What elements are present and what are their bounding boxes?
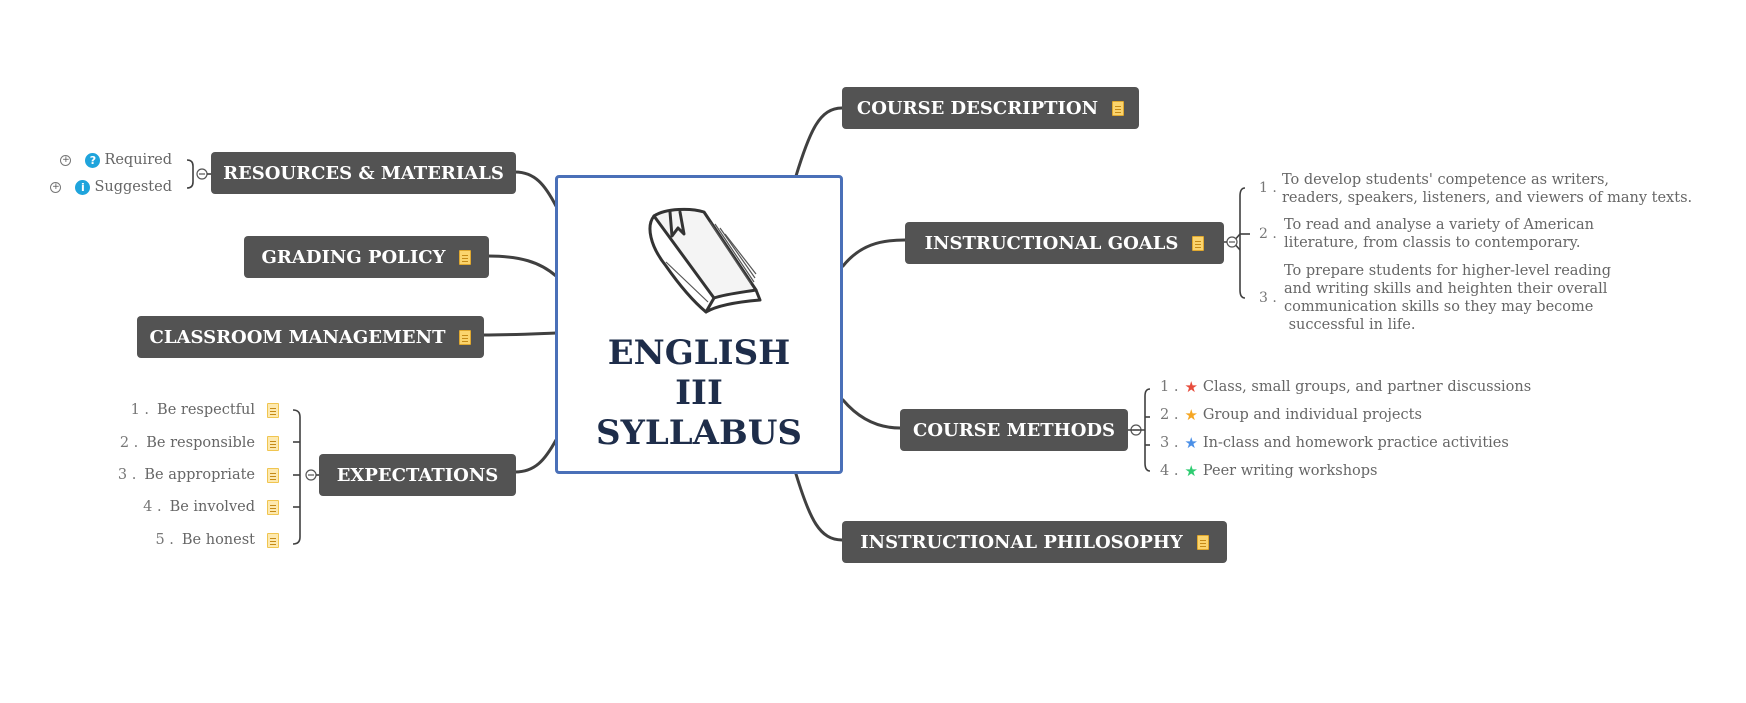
topic-classroom-management-label: CLASSROOM MANAGEMENT [149,326,446,348]
expectation-number: 1 . [130,402,150,418]
topic-resources-materials[interactable]: RESOURCES & MATERIALS [211,152,516,194]
note-icon[interactable] [459,249,472,265]
method-number: 1 . [1160,379,1179,395]
method-label: Class, small groups, and partner discuss… [1202,379,1532,395]
expectation-item[interactable]: 1 . Be respectful [131,402,279,418]
goal-line: readers, speakers, listeners, and viewer… [1282,190,1693,206]
goal-line: successful in life. [1284,317,1416,333]
resource-required-label: Required [104,152,172,168]
topic-resources-materials-label: RESOURCES & MATERIALS [223,162,504,184]
goal-line: communication skills so they may become [1284,299,1594,315]
expectation-label: Be appropriate [144,467,255,483]
method-number: 3 . [1160,435,1179,451]
topic-expectations[interactable]: EXPECTATIONS [319,454,516,496]
goal-number: 3 . [1259,290,1277,306]
expand-icon[interactable]: + [60,154,72,166]
expectation-number: 5 . [155,532,174,548]
blue-star-icon: ★ [1184,433,1198,452]
topic-grading-policy-label: GRADING POLICY [261,246,446,268]
topic-instructional-philosophy[interactable]: INSTRUCTIONAL PHILOSOPHY [842,521,1227,563]
topic-instructional-goals-label: INSTRUCTIONAL GOALS [924,232,1179,254]
expectation-number: 3 . [117,467,137,483]
note-icon[interactable] [1112,100,1125,116]
goal-number: 1 . [1259,180,1277,196]
orange-star-icon: ★ [1184,405,1198,424]
topic-expectations-label: EXPECTATIONS [336,464,499,486]
note-icon[interactable] [267,435,279,451]
expectation-item[interactable]: 4 . Be involved [143,499,279,515]
expectation-item[interactable]: 5 . Be honest [155,532,279,548]
topic-course-methods-label: COURSE METHODS [913,419,1115,441]
method-label: Group and individual projects [1202,407,1422,423]
method-item[interactable]: 2 . ★ Group and individual projects [1160,407,1422,423]
goal-line: To develop students' competence as write… [1282,172,1610,188]
resource-suggested-label: Suggested [94,179,172,195]
topic-grading-policy[interactable]: GRADING POLICY [244,236,489,278]
topic-course-description[interactable]: COURSE DESCRIPTION [842,87,1139,129]
central-title-line-2: III [675,373,723,413]
expectation-label: Be responsible [146,435,255,451]
central-topic[interactable]: ENGLISH III SYLLABUS [555,175,843,474]
info-icon: i [75,179,91,195]
note-icon[interactable] [267,467,279,483]
method-label: Peer writing workshops [1202,463,1378,479]
expectation-number: 4 . [143,499,162,515]
note-icon[interactable] [267,532,279,548]
note-icon[interactable] [267,402,279,418]
topic-instructional-goals[interactable]: INSTRUCTIONAL GOALS [905,222,1224,264]
goal-item[interactable]: To read and analyse a variety of America… [1284,216,1594,252]
topic-classroom-management[interactable]: CLASSROOM MANAGEMENT [137,316,484,358]
method-item[interactable]: 3 . ★ In-class and homework practice act… [1160,435,1509,451]
green-star-icon: ★ [1184,461,1198,480]
note-icon[interactable] [267,499,279,515]
note-icon[interactable] [1192,235,1205,251]
expectation-label: Be respectful [157,402,255,418]
question-icon: ? [85,152,101,168]
topic-course-description-label: COURSE DESCRIPTION [856,97,1099,119]
central-title: ENGLISH III SYLLABUS [558,333,840,453]
expectation-item[interactable]: 2 . Be responsible [120,435,279,451]
expectation-item[interactable]: 3 . Be appropriate [118,467,279,483]
central-title-line-1: ENGLISH [607,333,791,373]
expand-icon[interactable]: + [50,181,62,193]
expectation-label: Be involved [169,499,255,515]
expectation-number: 2 . [119,435,139,451]
goal-line: literature, from classis to contemporary… [1284,235,1581,251]
method-item[interactable]: 1 . ★ Class, small groups, and partner d… [1160,379,1531,395]
method-label: In-class and homework practice activitie… [1202,435,1509,451]
method-number: 2 . [1160,407,1179,423]
red-star-icon: ★ [1184,377,1198,396]
resource-item-required[interactable]: + ? Required [60,152,172,168]
goal-item[interactable]: To prepare students for higher-level rea… [1284,262,1611,334]
goal-line: To read and analyse a variety of America… [1284,217,1594,233]
method-number: 4 . [1160,463,1179,479]
goal-item[interactable]: To develop students' competence as write… [1282,171,1692,207]
book-icon [648,207,762,314]
central-title-line-3: SYLLABUS [596,413,802,453]
resource-item-suggested[interactable]: + i Suggested [50,179,172,195]
note-icon[interactable] [1196,534,1209,550]
topic-course-methods[interactable]: COURSE METHODS [900,409,1128,451]
expectation-label: Be honest [181,532,255,548]
topic-instructional-philosophy-label: INSTRUCTIONAL PHILOSOPHY [860,531,1183,553]
method-item[interactable]: 4 . ★ Peer writing workshops [1160,463,1377,479]
goal-line: and writing skills and heighten their ov… [1284,281,1608,297]
goal-number: 2 . [1259,226,1277,242]
note-icon[interactable] [459,329,472,345]
goal-line: To prepare students for higher-level rea… [1284,263,1611,279]
